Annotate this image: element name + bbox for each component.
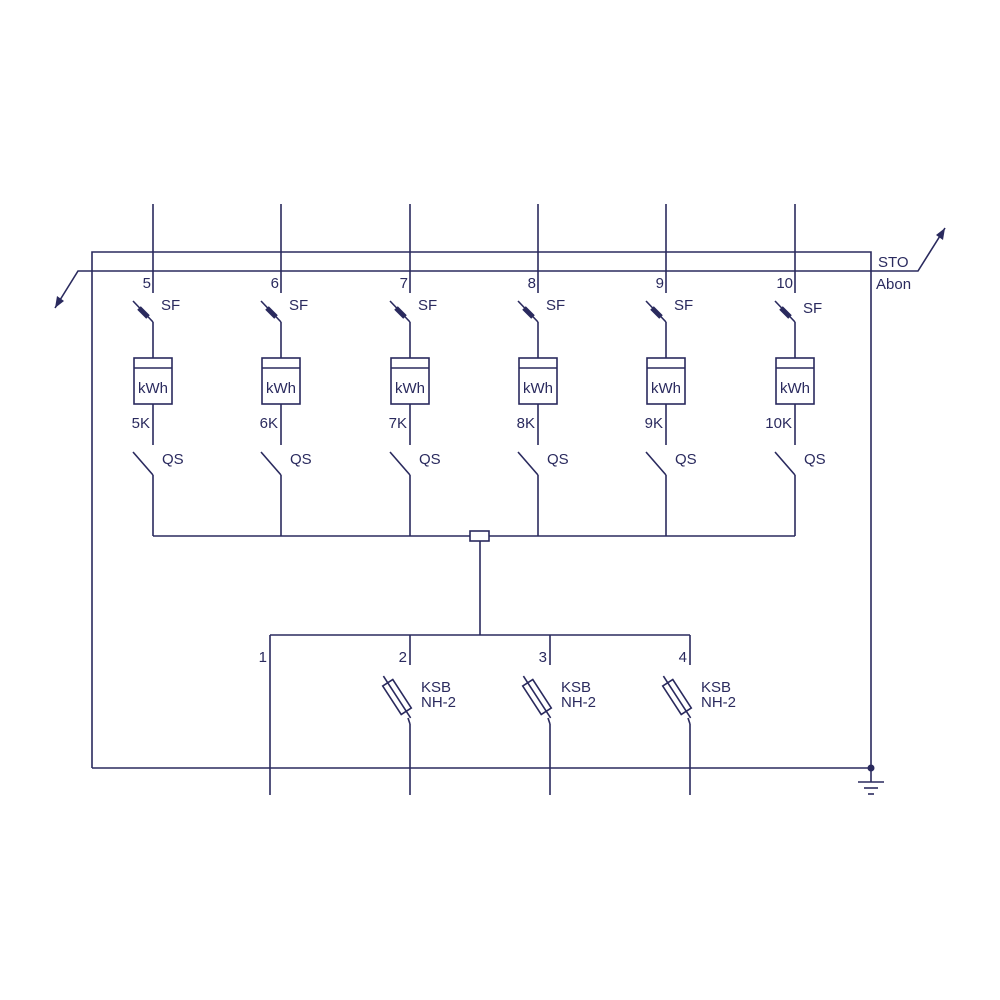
- feeder-8: 8SF kWh 8K QS: [517, 204, 569, 536]
- abon-label: Abon: [876, 276, 911, 293]
- meter-id: 5K: [132, 415, 150, 432]
- common-bus: [153, 530, 795, 636]
- disconnect-switch-icon: [517, 451, 539, 536]
- disconnect-switch-icon: [260, 451, 282, 536]
- switch-label: QS: [419, 451, 441, 468]
- circuit-breaker-icon: [774, 300, 796, 358]
- disconnect-switch-icon: [132, 451, 154, 536]
- energy-meter: kWh: [646, 357, 686, 405]
- fuse-type-label: KSB: [701, 679, 731, 696]
- switch-label: QS: [162, 451, 184, 468]
- feeder-5: 5SF kWh 5K QS: [132, 204, 184, 536]
- feeder-7: 7SF kWh 7K QS: [389, 204, 441, 536]
- meter-label: kWh: [395, 380, 425, 397]
- feeder-number: 7: [400, 275, 408, 292]
- meter-label: kWh: [651, 380, 681, 397]
- fuse-icon: [521, 675, 553, 719]
- fuse-type-label: KSB: [421, 679, 451, 696]
- circuit-breaker-icon: [389, 300, 411, 358]
- feeder-number: 6: [271, 275, 279, 292]
- disconnect-switch-icon: [645, 451, 667, 536]
- output-number: 2: [399, 649, 407, 666]
- feeder-number: 10: [776, 275, 793, 292]
- switch-label: QS: [547, 451, 569, 468]
- junction-box: [469, 530, 490, 542]
- output-number: 1: [259, 649, 267, 666]
- feeder-number: 9: [656, 275, 664, 292]
- bus-sto-abon: STO Abon: [54, 227, 946, 309]
- output-1: 1: [259, 635, 271, 795]
- fuse-size-label: NH-2: [561, 694, 596, 711]
- switch-label: QS: [290, 451, 312, 468]
- meter-label: kWh: [780, 380, 810, 397]
- meter-label: kWh: [138, 380, 168, 397]
- fuse-icon: [661, 675, 693, 719]
- meter-id: 10K: [765, 415, 792, 432]
- enclosure: [91, 251, 872, 769]
- breaker-label: SF: [161, 297, 180, 314]
- breaker-label: SF: [674, 297, 693, 314]
- circuit-breaker-icon: [517, 300, 539, 358]
- breaker-label: SF: [546, 297, 565, 314]
- fuse-type-label: KSB: [561, 679, 591, 696]
- energy-meter: kWh: [133, 357, 173, 405]
- switch-label: QS: [675, 451, 697, 468]
- energy-meter: kWh: [261, 357, 301, 405]
- energy-meter: kWh: [518, 357, 558, 405]
- breaker-label: SF: [289, 297, 308, 314]
- arrow-head-left-icon: [55, 296, 64, 308]
- output-number: 3: [539, 649, 547, 666]
- fuse-size-label: NH-2: [421, 694, 456, 711]
- meter-label: kWh: [523, 380, 553, 397]
- breaker-label: SF: [418, 297, 437, 314]
- disconnect-switch-icon: [389, 451, 411, 536]
- meter-id: 6K: [260, 415, 278, 432]
- fuse-icon: [381, 675, 413, 719]
- circuit-breaker-icon: [645, 300, 667, 358]
- circuit-breaker-icon: [260, 300, 282, 358]
- feeder-group: 5SF kWh 5K QS 6SF kWh 6K QS 7SF kWh 7K QS 8SF kWh 8K QS…: [132, 204, 826, 536]
- disconnect-switch-icon: [774, 451, 796, 536]
- ground-icon: [858, 764, 884, 795]
- meter-label: kWh: [266, 380, 296, 397]
- breaker-label: SF: [803, 300, 822, 317]
- circuit-breaker-icon: [132, 300, 154, 358]
- meter-id: 9K: [645, 415, 663, 432]
- meter-id: 7K: [389, 415, 407, 432]
- arrow-head-right-icon: [936, 228, 945, 240]
- feeder-9: 9SF kWh 9K QS: [645, 204, 697, 536]
- feeder-6: 6SF kWh 6K QS: [260, 204, 312, 536]
- switch-label: QS: [804, 451, 826, 468]
- energy-meter: kWh: [775, 357, 815, 405]
- output-number: 4: [679, 649, 687, 666]
- meter-id: 8K: [517, 415, 535, 432]
- feeder-number: 8: [528, 275, 536, 292]
- feeder-number: 5: [143, 275, 151, 292]
- fuse-size-label: NH-2: [701, 694, 736, 711]
- energy-meter: kWh: [390, 357, 430, 405]
- sto-label: STO: [878, 254, 909, 271]
